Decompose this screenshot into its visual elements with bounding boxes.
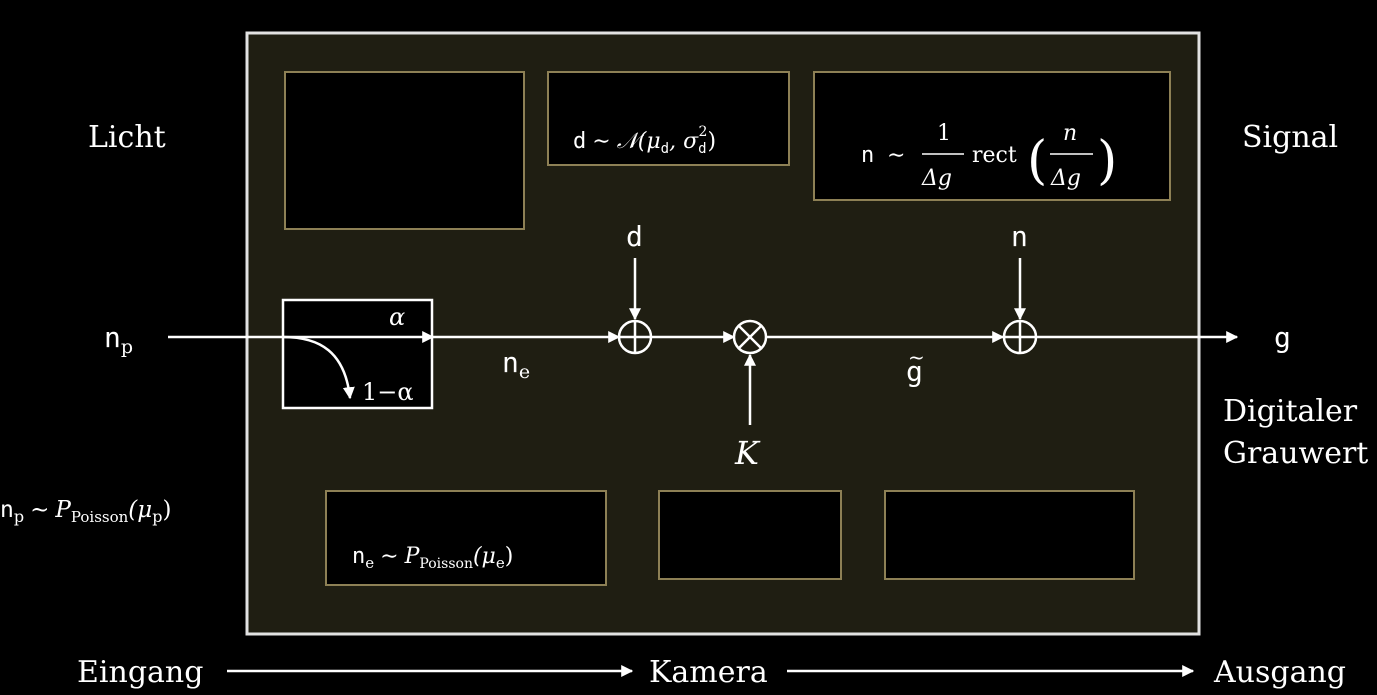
one-minus-alpha-label: 1−α	[362, 378, 414, 406]
licht-label: Licht	[88, 120, 166, 155]
electron-distribution-formula: ne∼PPoisson(μe)	[352, 544, 513, 572]
digitaler-label: Digitaler	[1223, 394, 1358, 429]
electrons-label: ne	[502, 346, 530, 383]
kamera-label: Kamera	[649, 655, 768, 690]
noise-sum-node	[1002, 319, 1038, 355]
ausgang-label: Ausgang	[1213, 655, 1346, 690]
grauwert-label: Grauwert	[1223, 436, 1368, 471]
analog-signal-label: g	[906, 355, 923, 388]
quant-rect: rect	[972, 143, 1017, 168]
signal-label: Signal	[1242, 120, 1338, 155]
gain-multiply-node	[732, 319, 768, 355]
quant-open-paren: (	[1027, 131, 1047, 191]
panel-bottom-right	[884, 490, 1135, 580]
panel-dark-noise	[547, 71, 790, 166]
quant-close-paren: )	[1097, 131, 1117, 191]
dark-sum-node	[617, 319, 653, 355]
gain-label: K	[734, 434, 761, 472]
quant-inner-num: n	[1063, 121, 1077, 146]
output-signal-label: g	[1274, 321, 1291, 354]
quantum-efficiency-block	[281, 298, 434, 410]
quant-inner-den: Δg	[1050, 166, 1081, 191]
quant-num: 1	[937, 121, 951, 146]
panel-quantization	[813, 71, 1171, 201]
quant-lhs: n	[861, 143, 874, 168]
input-photons-label: np	[104, 321, 133, 358]
quantization-distribution-formula: n ∼ 1 Δg rect ( n Δg )	[861, 121, 1117, 191]
panel-top-left	[284, 71, 525, 230]
panel-electron-dist	[325, 490, 607, 586]
dark-signal-label: d	[626, 220, 643, 253]
analog-signal-tilde: ~	[908, 345, 925, 369]
quant-rel: ∼	[887, 143, 905, 168]
eingang-label: Eingang	[77, 655, 203, 690]
panel-bottom-middle	[658, 490, 842, 580]
noise-signal-label: n	[1011, 220, 1028, 253]
quant-den: Δg	[921, 166, 952, 191]
dark-distribution-formula: d∼𝒩(μd, σd2)	[573, 124, 716, 157]
photon-distribution-formula: np∼PPoisson(μp)	[0, 497, 171, 526]
arrow-qe-loss	[282, 335, 355, 400]
alpha-label: α	[389, 303, 405, 331]
